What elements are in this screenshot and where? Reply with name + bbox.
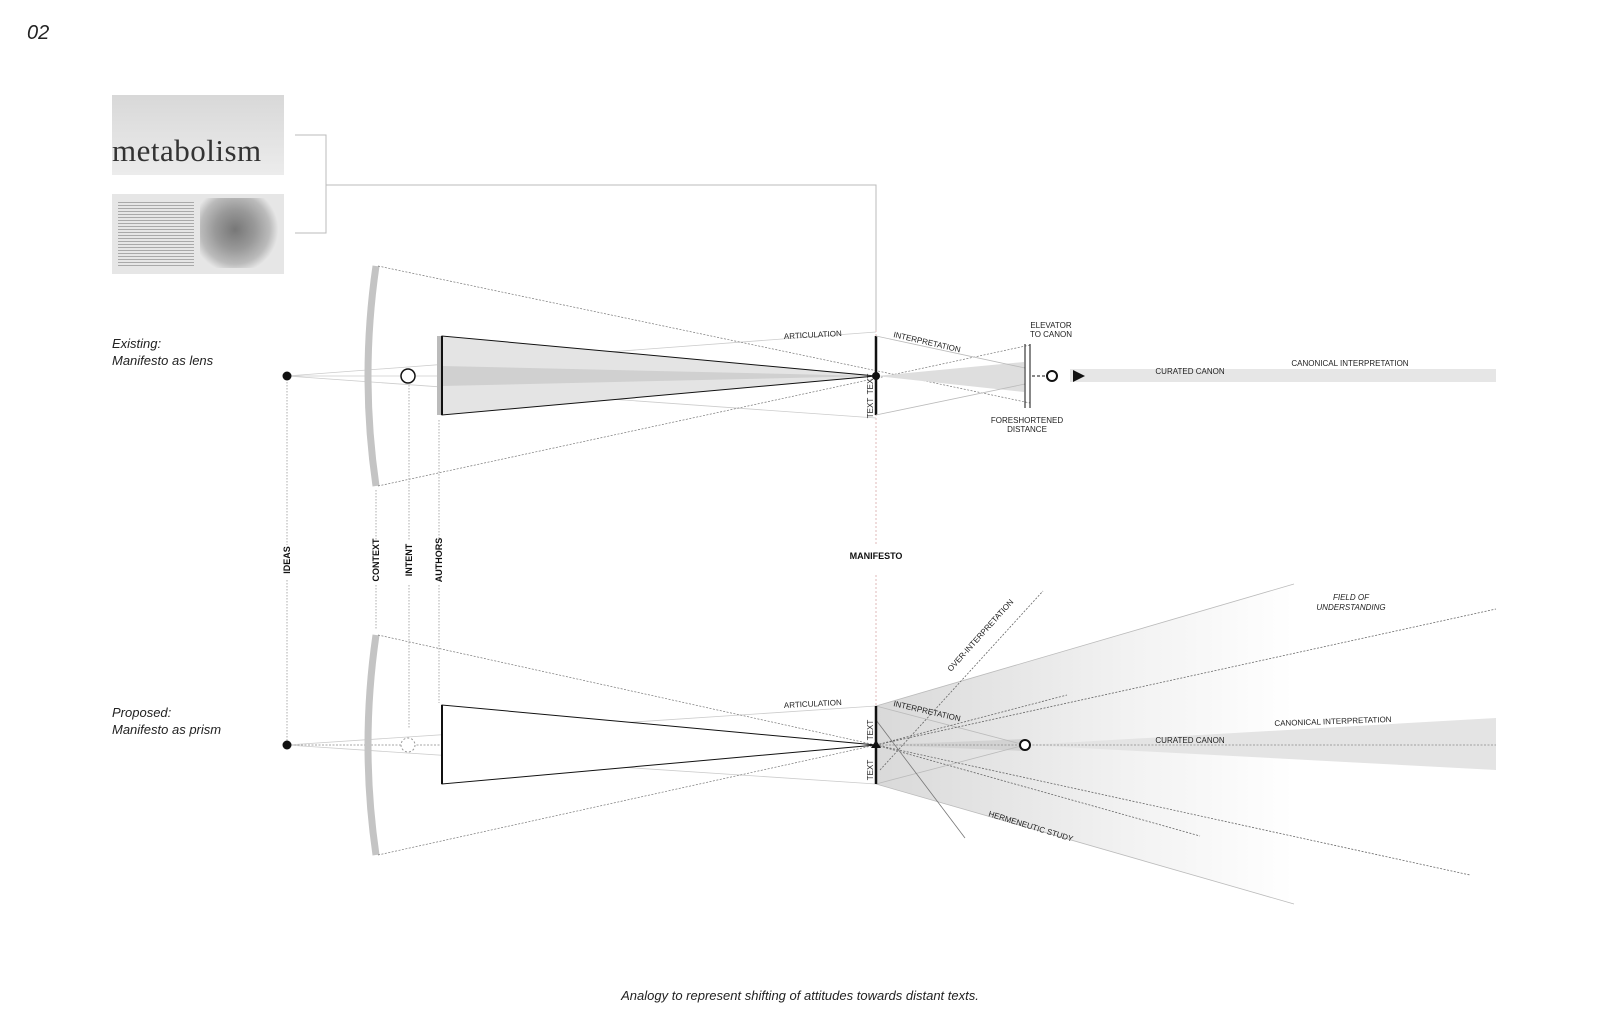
prism-diagram: TEXT TEXT ARTICULATION INTERPRETATION OV… xyxy=(282,583,1497,905)
lens-diagram: TEXT TEXT ARTICULATION INTERPRETATION EL… xyxy=(282,265,1496,487)
thumbnail-bracket xyxy=(295,134,877,330)
arrow-icon xyxy=(1073,370,1085,382)
context-arc-prism xyxy=(364,634,380,856)
elevator-label-2: TO CANON xyxy=(1030,330,1072,339)
guide-lines xyxy=(286,376,440,745)
existing-subtitle: Manifesto as lens xyxy=(112,353,214,368)
field-label-2: UNDERSTANDING xyxy=(1316,603,1385,612)
ideas-point xyxy=(282,371,292,381)
text-top-label-prism: TEXT xyxy=(866,720,875,741)
existing-label: Existing: Manifesto as lens xyxy=(112,335,213,369)
foreshortened-label-2: DISTANCE xyxy=(1007,425,1047,434)
text-bottom-label-prism: TEXT xyxy=(866,760,875,781)
figure-caption: Analogy to represent shifting of attitud… xyxy=(621,988,979,1003)
ideas-label: IDEAS xyxy=(282,546,292,574)
canon-circle-prism xyxy=(1019,739,1031,751)
intent-circle-dashed xyxy=(400,737,416,753)
proposed-title: Proposed: xyxy=(112,705,172,720)
metabolism-cover-image: metabolism xyxy=(112,95,284,175)
manifesto-page-image xyxy=(112,194,284,274)
elevator-label-1: ELEVATOR xyxy=(1030,321,1072,330)
proposed-subtitle: Manifesto as prism xyxy=(112,722,222,737)
text-top-label: TEXT xyxy=(866,374,875,395)
manifesto-label: MANIFESTO xyxy=(850,551,903,561)
canon-circle xyxy=(1046,370,1058,382)
over-interpretation-label: OVER-INTERPRETATION xyxy=(946,597,1016,673)
field-label-1: FIELD OF xyxy=(1333,593,1370,602)
canonical-interpretation-label-prism: CANONICAL INTERPRETATION xyxy=(1274,715,1392,728)
intent-circle xyxy=(400,368,416,384)
articulation-label: ARTICULATION xyxy=(784,329,843,341)
cover-title: metabolism xyxy=(112,133,262,168)
canon-band-prism xyxy=(1025,718,1496,770)
intent-label: INTENT xyxy=(404,543,414,576)
existing-title: Existing: xyxy=(112,336,162,351)
foreshortened-label-1: FORESHORTENED xyxy=(991,416,1064,425)
context-label: CONTEXT xyxy=(371,538,381,582)
context-arc xyxy=(364,265,380,487)
articulation-label-prism: ARTICULATION xyxy=(784,698,843,710)
curated-canon-label-prism: CURATED CANON xyxy=(1155,736,1224,745)
page-number: 02 xyxy=(27,22,50,44)
interpretation-label: INTERPRETATION xyxy=(893,330,962,354)
canon-band xyxy=(1070,369,1496,382)
authors-label: AUTHORS xyxy=(434,538,444,583)
prism-icon xyxy=(871,740,881,748)
curated-canon-label: CURATED CANON xyxy=(1155,367,1224,376)
ideas-point-prism xyxy=(282,740,292,750)
text-bottom-label: TEXT xyxy=(866,398,875,419)
proposed-label: Proposed: Manifesto as prism xyxy=(112,704,221,738)
canonical-interpretation-label: CANONICAL INTERPRETATION xyxy=(1291,359,1408,368)
